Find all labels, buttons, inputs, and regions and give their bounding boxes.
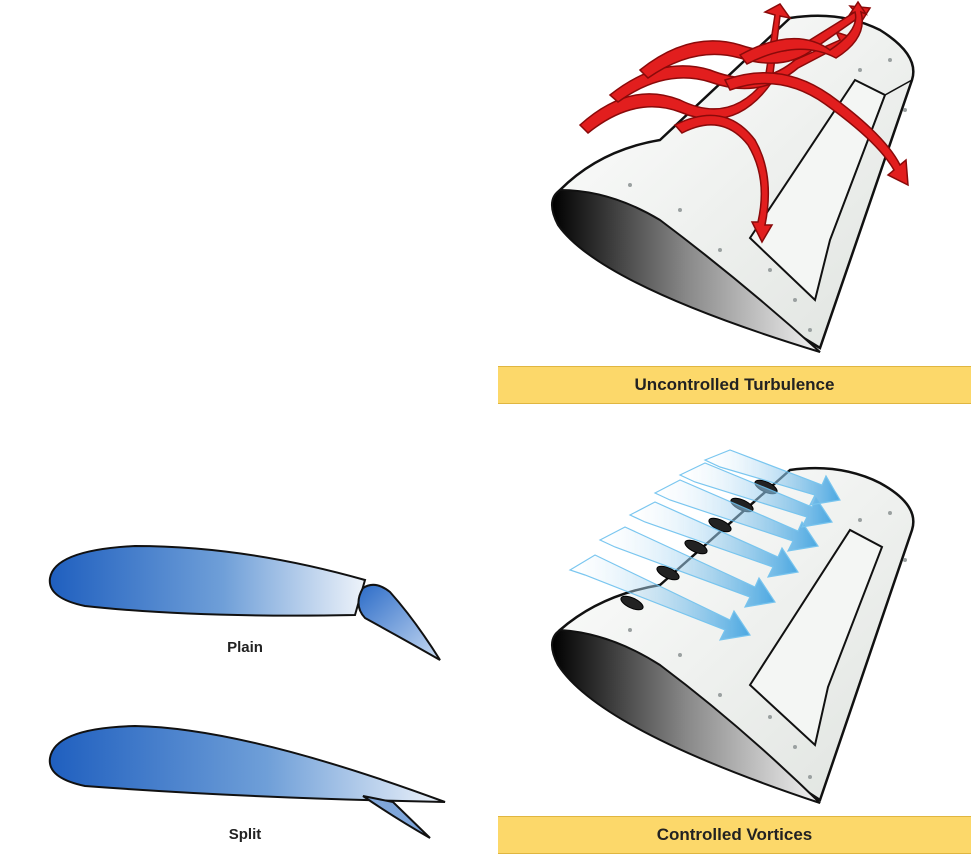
airfoil-main-body [50,726,445,802]
wing-vortices-illustration [540,455,973,810]
label-plain: Plain [205,639,285,656]
caption-uncontrolled-turbulence: Uncontrolled Turbulence [498,366,971,404]
airfoil-main-body [50,546,365,616]
airfoil-plain-flap [358,585,440,660]
label-split: Split [205,826,285,843]
wing-turbulence-illustration [540,0,973,360]
caption-controlled-vortices: Controlled Vortices [498,816,971,854]
airfoil-split-illustration [45,722,445,842]
